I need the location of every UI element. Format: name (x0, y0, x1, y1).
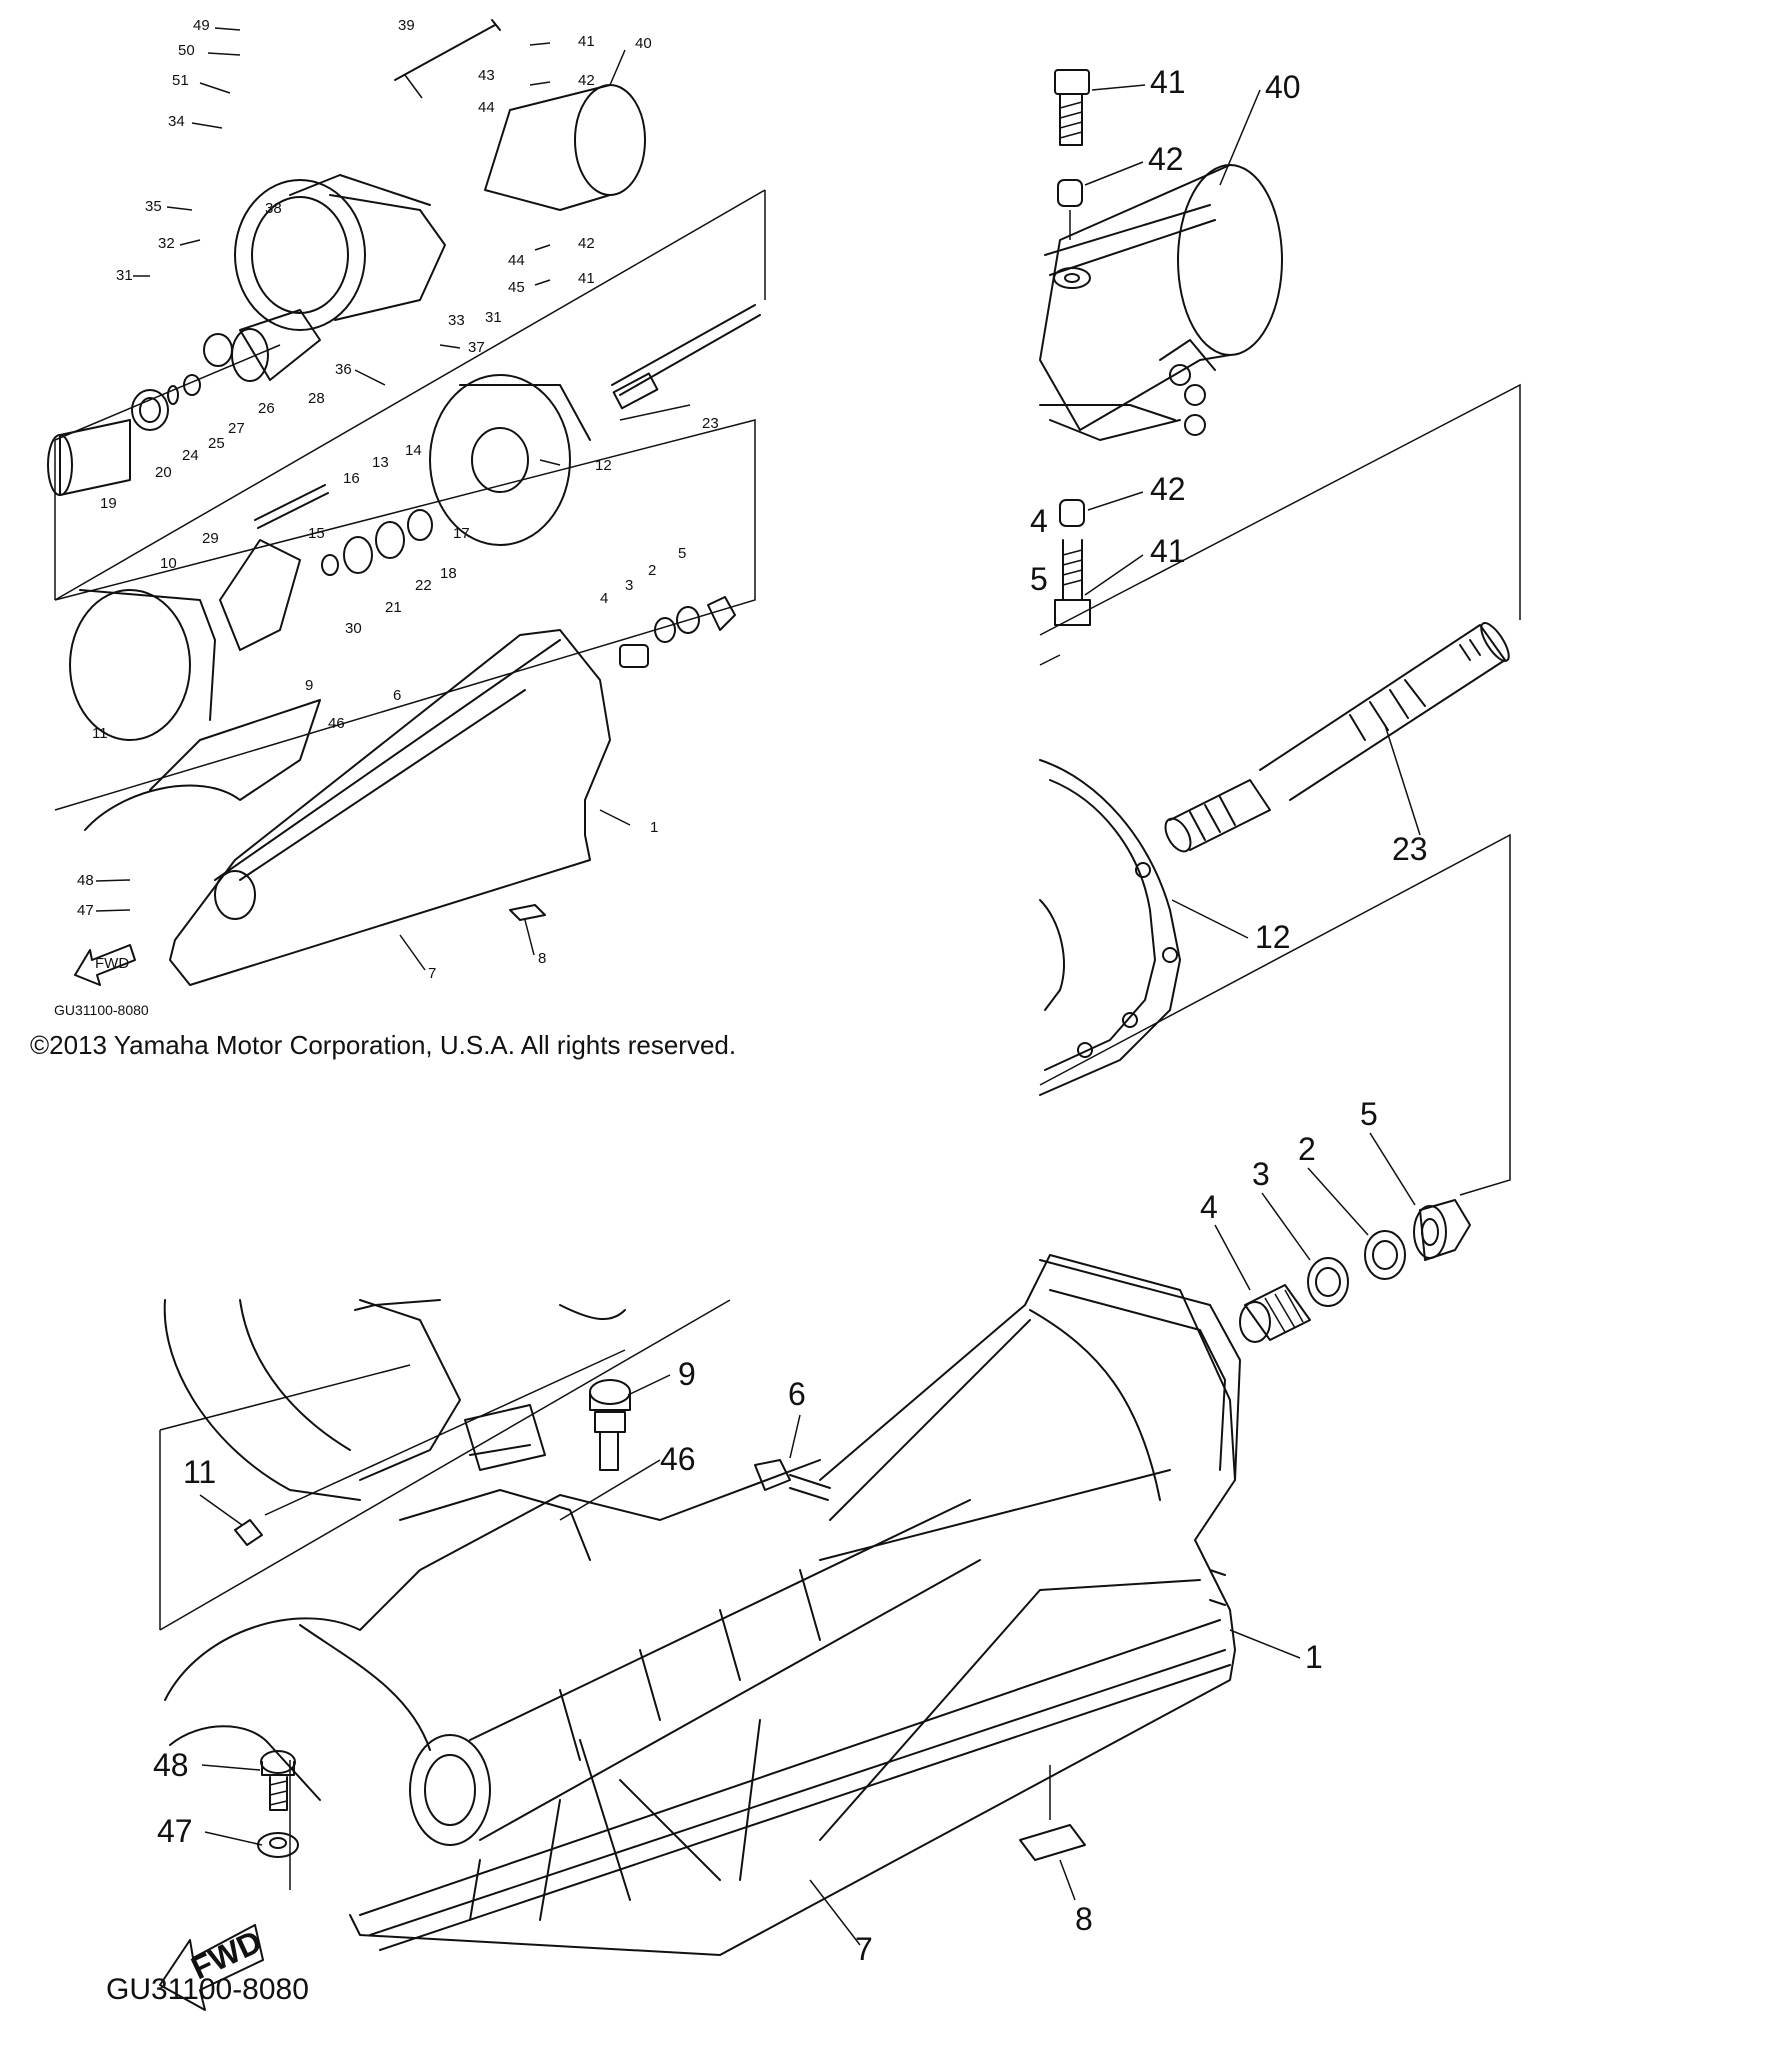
callout-label: 40 (635, 35, 652, 52)
callout-label: 48 (77, 872, 94, 889)
callout-label: 4 (1200, 1189, 1218, 1225)
callout-label: 28 (308, 390, 325, 407)
callout-label: 1 (1305, 1639, 1323, 1675)
callout-label: 22 (415, 577, 432, 594)
callout-label: 10 (160, 555, 177, 572)
callout-label: 46 (328, 715, 345, 732)
callout-label: 6 (788, 1376, 806, 1412)
callout-label: 26 (258, 400, 275, 417)
callout-label: 17 (453, 525, 470, 542)
callout-label: 9 (678, 1356, 696, 1392)
callout-label: 24 (182, 447, 199, 464)
copyright-notice: ©2013 Yamaha Motor Corporation, U.S.A. A… (30, 1030, 737, 1060)
callout-label: 31 (116, 267, 133, 284)
callout-label: 1 (650, 819, 658, 836)
callout-label: 30 (345, 620, 362, 637)
callout-label: 5 (1360, 1096, 1378, 1132)
callout-label: 5 (1030, 561, 1048, 597)
callout-label: 49 (193, 17, 210, 34)
callout-label: 41 (1150, 533, 1186, 569)
callout-label: 23 (702, 415, 719, 432)
callout-label: 29 (202, 530, 219, 547)
callout-label: 40 (1265, 69, 1301, 105)
callout-label: 23 (1392, 831, 1428, 867)
callout-label: 3 (1252, 1156, 1270, 1192)
callout-label: 9 (305, 677, 313, 694)
callout-label: 5 (678, 545, 686, 562)
callout-label: 25 (208, 435, 225, 452)
callout-label: 11 (183, 1454, 216, 1490)
callout-label: 41 (1150, 64, 1186, 100)
callout-label: 42 (578, 72, 595, 89)
callout-label: 47 (157, 1813, 193, 1849)
part-code-small: GU31100-8080 (54, 1002, 149, 1018)
callout-label: 37 (468, 339, 485, 356)
callout-label: 2 (1298, 1131, 1316, 1167)
callout-label: 35 (145, 198, 162, 215)
callout-label: 3 (625, 577, 633, 594)
callout-label: 8 (1075, 1901, 1093, 1937)
callout-label: 21 (385, 599, 402, 616)
callout-label: 44 (478, 99, 495, 116)
callout-label: 12 (1255, 919, 1291, 955)
callout-label: 7 (855, 1931, 873, 1967)
callout-label: 42 (578, 235, 595, 252)
callout-label: 42 (1150, 471, 1186, 507)
callout-label: 27 (228, 420, 245, 437)
callout-label: 38 (265, 200, 282, 217)
callout-label: 42 (1148, 141, 1184, 177)
callout-label: 36 (335, 361, 352, 378)
callout-label: 15 (308, 525, 325, 542)
callout-label: 46 (660, 1441, 696, 1477)
part-code-big: GU31100-8080 (106, 1973, 309, 2006)
callout-label: 41 (578, 270, 595, 287)
callout-label: 16 (343, 470, 360, 487)
callout-label: 13 (372, 454, 389, 471)
callout-label: 4 (600, 590, 608, 607)
callout-label: 45 (508, 279, 525, 296)
callout-label: 47 (77, 902, 94, 919)
callout-label: 34 (168, 113, 185, 130)
callout-label: 31 (485, 309, 502, 326)
callout-label: 18 (440, 565, 457, 582)
callout-label: 14 (405, 442, 422, 459)
callout-label: 43 (478, 67, 495, 84)
callout-label: 41 (578, 33, 595, 50)
callout-label: 11 (92, 725, 108, 742)
callout-label: 33 (448, 312, 465, 329)
callout-label: 6 (393, 687, 401, 704)
callout-label: 20 (155, 464, 172, 481)
callout-label: 8 (538, 950, 546, 967)
callout-label: 2 (648, 562, 656, 579)
callout-label: 39 (398, 17, 415, 34)
callout-label: 48 (153, 1747, 189, 1783)
fwd-label-small: FWD (95, 955, 129, 972)
callout-label: 44 (508, 252, 525, 269)
callout-label: 50 (178, 42, 195, 59)
callout-label: 7 (428, 965, 436, 982)
callout-label: 51 (172, 72, 189, 89)
callout-label: 4 (1030, 503, 1048, 539)
callout-label: 12 (595, 457, 612, 474)
callout-label: 32 (158, 235, 175, 252)
callout-label: 19 (100, 495, 117, 512)
